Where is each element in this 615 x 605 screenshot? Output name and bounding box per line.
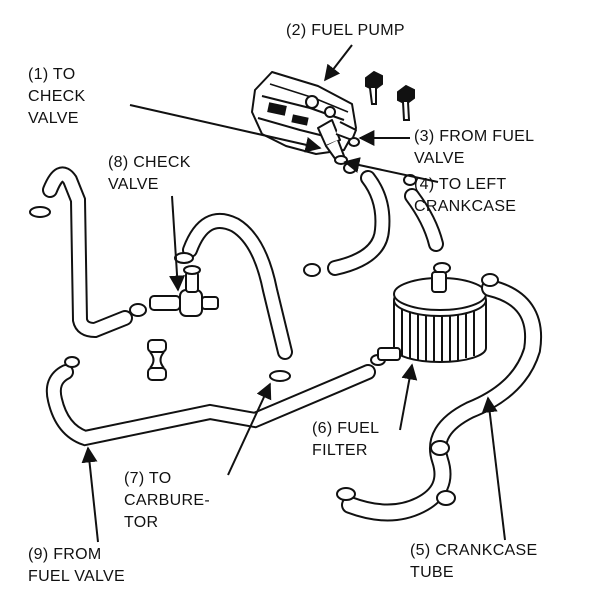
bolt — [397, 84, 415, 121]
leader-fuel-pump — [324, 44, 353, 82]
label-from-fuel-valve-9: (9) FROM FUEL VALVE — [28, 544, 125, 588]
label-line: VALVE — [414, 150, 465, 167]
label-from-fuel-valve-3: (3) FROM FUEL VALVE — [414, 126, 534, 170]
hose-to-check-valve — [42, 166, 133, 339]
label-line: CRANKCASE — [414, 198, 517, 215]
valve-clamp — [147, 339, 167, 381]
label-to-left-crankcase: (4) TO LEFT CRANKCASE — [414, 174, 516, 218]
hose-clamp — [29, 206, 147, 317]
crankcase-tube — [341, 279, 543, 522]
label-line: CHECK — [28, 88, 86, 105]
label-crankcase-tube: (5) CRANKCASE TUBE — [410, 540, 537, 584]
label-line: (5) CRANKCASE — [410, 542, 538, 559]
label-line: TOR — [124, 514, 159, 531]
label-line: (7) TO — [124, 470, 172, 487]
hose-to-carburetor — [182, 213, 293, 360]
label-check-valve: (8) CHECK VALVE — [108, 152, 191, 196]
label-line: VALVE — [108, 176, 159, 193]
leader-from-fuel-valve-9 — [81, 446, 99, 543]
hose-clamp — [64, 354, 386, 368]
label-line: VALVE — [28, 110, 79, 127]
label-line: (4) TO LEFT — [414, 176, 507, 193]
label-fuel-filter: (6) FUEL FILTER — [312, 418, 379, 462]
label-line: (1) TO — [28, 66, 76, 83]
bolt — [365, 70, 383, 105]
label-line: (6) FUEL — [312, 420, 380, 437]
label-line: (2) FUEL PUMP — [286, 22, 405, 39]
label-line: CARBURE- — [124, 492, 210, 509]
label-fuel-pump: (2) FUEL PUMP — [286, 20, 405, 42]
label-line: FUEL VALVE — [28, 568, 125, 585]
label-line: (3) FROM FUEL — [414, 128, 535, 145]
label-line: TUBE — [410, 564, 454, 581]
leader-to-check-valve — [129, 104, 322, 153]
check-valve — [149, 265, 219, 317]
label-line: FILTER — [312, 442, 368, 459]
leader-check-valve — [169, 195, 186, 292]
label-line: (8) CHECK — [108, 154, 191, 171]
fuel-pump — [251, 71, 360, 165]
leader-to-carburetor — [227, 382, 272, 476]
leader-crankcase-tube — [481, 396, 506, 541]
fuel-filter — [377, 271, 487, 363]
leader-lines — [81, 44, 506, 543]
label-to-check-valve: (1) TO CHECK VALVE — [28, 64, 86, 130]
label-to-carburetor: (7) TO CARBURE- TOR — [124, 468, 210, 534]
hose-to-left-crankcase — [327, 170, 391, 276]
hose-from-fuel-valve — [45, 364, 376, 447]
hose-clamp — [336, 273, 499, 506]
leader-fuel-filter — [399, 363, 418, 431]
leader-to-left-crankcase — [343, 157, 439, 183]
label-line: (9) FROM — [28, 546, 102, 563]
hose-from-fuel-valve-short — [404, 188, 444, 252]
hose-clamp — [403, 174, 451, 274]
